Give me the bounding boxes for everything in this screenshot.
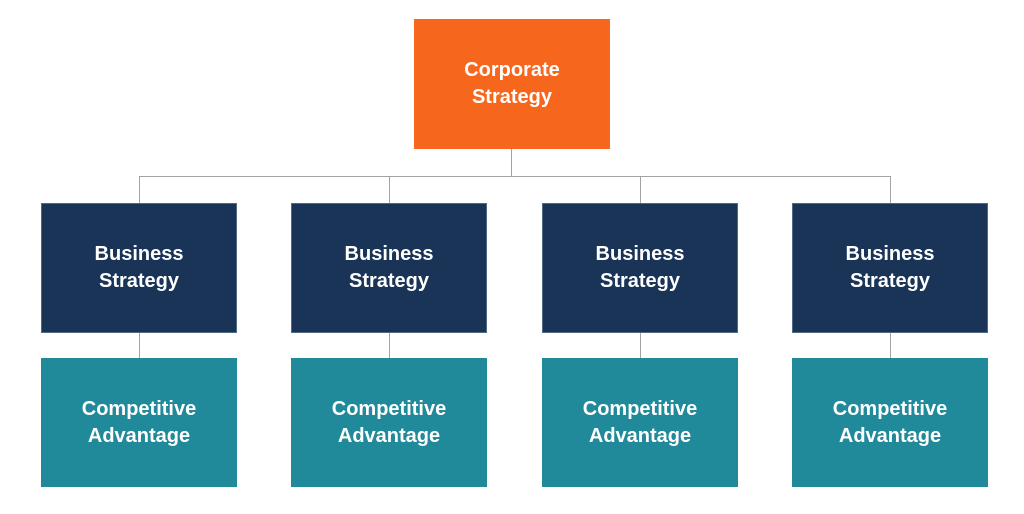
business-strategy-node-1: Business Strategy bbox=[41, 203, 237, 333]
business-strategy-node-2: Business Strategy bbox=[291, 203, 487, 333]
competitive-advantage-node-4: Competitive Advantage bbox=[792, 358, 988, 487]
connector-horizontal-bar bbox=[139, 176, 891, 177]
connector-mid-stem-3 bbox=[640, 333, 641, 358]
competitive-advantage-node-2: Competitive Advantage bbox=[291, 358, 487, 487]
connector-drop-4 bbox=[890, 176, 891, 203]
connector-root-stem bbox=[511, 149, 512, 176]
connector-drop-3 bbox=[640, 176, 641, 203]
competitive-advantage-node-1: Competitive Advantage bbox=[41, 358, 237, 487]
connector-mid-stem-2 bbox=[389, 333, 390, 358]
connector-mid-stem-1 bbox=[139, 333, 140, 358]
connector-drop-2 bbox=[389, 176, 390, 203]
business-strategy-node-4: Business Strategy bbox=[792, 203, 988, 333]
business-strategy-node-3: Business Strategy bbox=[542, 203, 738, 333]
connector-drop-1 bbox=[139, 176, 140, 203]
competitive-advantage-node-3: Competitive Advantage bbox=[542, 358, 738, 487]
connector-mid-stem-4 bbox=[890, 333, 891, 358]
corporate-strategy-node: Corporate Strategy bbox=[414, 19, 610, 149]
